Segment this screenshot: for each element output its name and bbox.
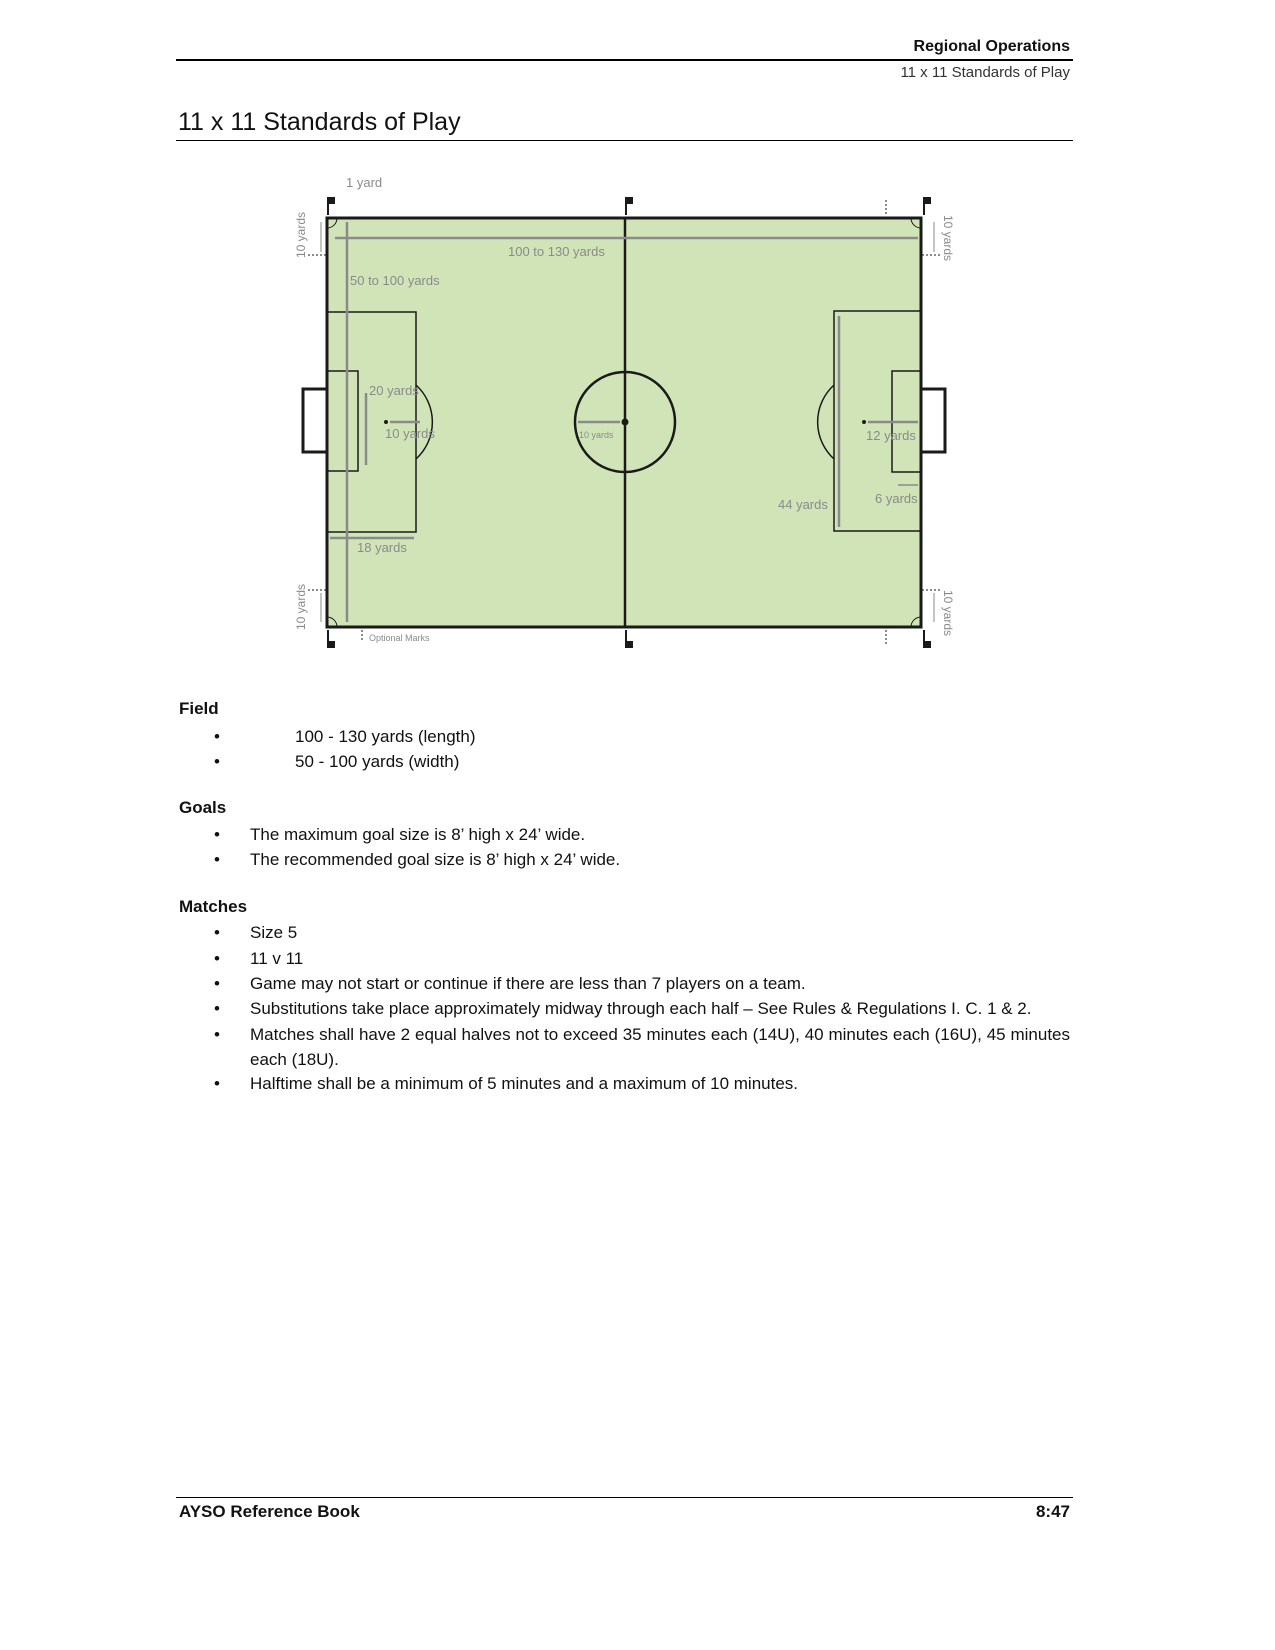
field-diagram: 1 yard 100 to 130 yards 50 to 100 yards … (294, 175, 955, 648)
label-length: 100 to 130 yards (508, 244, 605, 259)
label-penalty-area-depth: 18 yards (357, 540, 407, 555)
label-ten-yards-br: 10 yards (941, 590, 955, 636)
list-item: Matches shall have 2 equal halves not to… (250, 1025, 1070, 1069)
label-goal-area-depth: 6 yards (875, 491, 918, 506)
label-one-yard: 1 yard (346, 175, 382, 190)
page-title: 11 x 11 Standards of Play (178, 108, 461, 136)
list-item: 11 v 11 (250, 949, 304, 968)
right-penalty-arc (816, 384, 835, 460)
list-item: Halftime shall be a minimum of 5 minutes… (250, 1074, 799, 1093)
section-heading-goals: Goals (179, 798, 227, 817)
right-goal (919, 387, 947, 454)
dimension-arrows (320, 222, 935, 622)
corner-flags (327, 197, 931, 648)
list-item: Size 5 (250, 923, 298, 942)
header-subsection: 11 x 11 Standards of Play (900, 64, 1070, 81)
spots (384, 418, 866, 426)
label-ten-yards-bl: 10 yards (294, 584, 308, 630)
list-item: Substitutions take place approximately m… (250, 999, 1032, 1018)
left-penalty-arc (415, 384, 434, 460)
list-item: 50 - 100 yards (width) (295, 752, 460, 771)
title-rule (176, 140, 1073, 141)
label-goal-area-width: 20 yards (369, 383, 419, 398)
list-item: The maximum goal size is 8’ high x 24’ w… (250, 825, 586, 844)
section-heading-field: Field (179, 699, 219, 718)
list-item: Game may not start or continue if there … (250, 974, 806, 993)
optional-marks (308, 200, 940, 646)
list-item: The recommended goal size is 8’ high x 2… (250, 850, 621, 869)
footer-rule (176, 1497, 1073, 1498)
label-width: 50 to 100 yards (350, 273, 440, 288)
label-ten-yards-tr: 10 yards (941, 215, 955, 261)
section-heading-matches: Matches (179, 897, 248, 916)
label-center-circle: 10 yards (579, 430, 614, 440)
left-goal (301, 387, 329, 454)
corner-arcs (326, 217, 922, 628)
label-penalty-spot: 12 yards (866, 428, 916, 443)
list-item: 100 - 130 yards (length) (295, 727, 476, 746)
label-ten-yards-tl: 10 yards (294, 212, 308, 258)
label-penalty-arc: 10 yards (385, 426, 435, 441)
header-rule (176, 59, 1073, 61)
label-optional-marks: Optional Marks (369, 633, 430, 643)
center-circle (573, 370, 677, 474)
page-number: 8:47 (1035, 1502, 1070, 1521)
header-section: Regional Operations (913, 38, 1070, 55)
label-penalty-area-width: 44 yards (778, 497, 828, 512)
footer-title: AYSO Reference Book (179, 1502, 360, 1521)
